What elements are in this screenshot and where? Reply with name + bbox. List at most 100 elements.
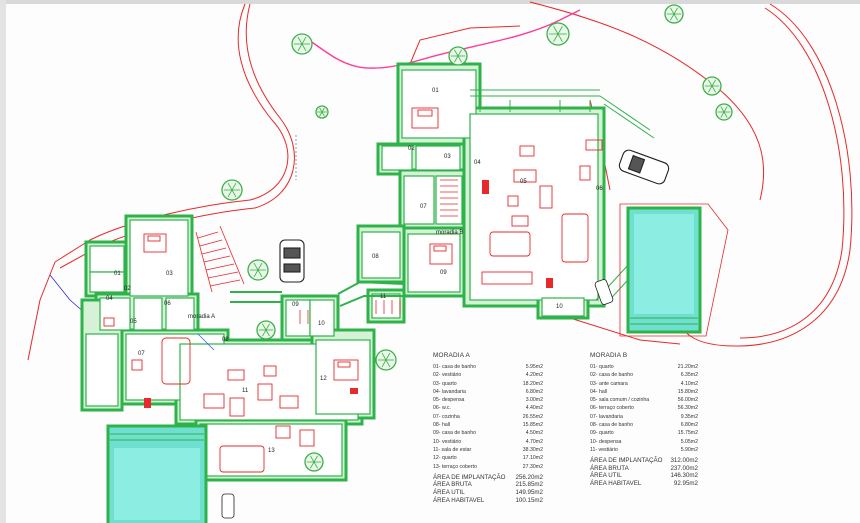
legend-title: MORADIA A (433, 352, 470, 359)
tree-icon (448, 46, 468, 66)
tree-icon (315, 105, 329, 119)
car-icon (618, 149, 670, 185)
legend-summary-row-name: ÁREA UTIL (433, 489, 465, 497)
legend-summary-row-area: 149.95m2 (515, 489, 543, 497)
legend-summary-row-name: ÁREA UTIL (590, 472, 622, 480)
furniture-icon (411, 107, 603, 285)
legend-room-row-area: 5.05m2 (680, 438, 698, 445)
legend-summary-row-name: ÁREA BRUTA (433, 481, 472, 489)
legend-summary-row-name: ÁREA HABITAVEL (433, 496, 485, 504)
legend-room-row-name: 11- vestiário (590, 446, 618, 453)
legend-room-row-name: 07- cozinha (433, 413, 460, 420)
room-number-label: 01 (432, 88, 439, 94)
legend-room-row-name: 01- casa de banho (433, 364, 476, 370)
moradia-b-label: moradia B (436, 230, 463, 236)
pool-icon (106, 424, 208, 523)
legend-room-row: 08- casa de banho 6.80m2 (590, 421, 698, 429)
stair-icon (440, 179, 458, 217)
legend-room-row: 09- casa de banho 4.50m2 (433, 429, 543, 437)
room-number-label: 09 (440, 270, 447, 276)
legend-summary-row-area: 312.00m2 (670, 457, 698, 465)
legend-room-row-area: 21.20m2 (677, 364, 698, 370)
legend-room-row-name: 02- vestiário (433, 372, 462, 379)
legend-room-row-name: 12- quarto (433, 455, 457, 462)
legend-room-row-name: 10- despensa (590, 438, 622, 445)
legend-room-row-area: 38.30m2 (522, 446, 543, 453)
legend-room-row-area: 4.40m2 (525, 405, 543, 412)
moradia-a-label: moradia A (188, 314, 215, 320)
legend-room-row-area: 5.95m2 (525, 364, 543, 370)
legend-room-row-name: 03- quarto (433, 380, 457, 387)
red-fixture (350, 388, 358, 394)
legend-room-row-area: 4.70m2 (525, 438, 543, 445)
tree-icon (304, 452, 324, 472)
tree-icon (247, 259, 269, 281)
legend-room-row-area: 6.35m2 (680, 372, 698, 379)
tree-icon (664, 4, 684, 24)
legend-room-row-name: 07- lavandaria (590, 413, 623, 420)
room-number-label: 10 (318, 321, 325, 327)
red-markers (299, 300, 401, 324)
legend-room-row-area: 27.30m2 (522, 463, 543, 470)
legend-summary-row-name: ÁREA BRUTA (590, 464, 629, 472)
legend-summary-row-name: ÁREA DE IMPLANTAÇÃO (433, 473, 506, 481)
room-number-label: 06 (164, 301, 171, 307)
legend-room-row-name: 08- casa de banho (590, 422, 633, 429)
legend-room-row: 10- despensa 5.05m2 (590, 438, 698, 446)
car-icon (279, 239, 305, 283)
room-number-label: 09 (292, 302, 299, 308)
legend-room-row-name: 11- sala de estar (433, 446, 472, 453)
legend-summary-row-area: 92.95m2 (673, 480, 698, 488)
legend-room-row-area: 56.00m2 (677, 397, 698, 404)
room-number-label: 04 (106, 296, 113, 302)
legend-room-row: 01- casa de banho 5.95m2 (433, 363, 543, 371)
room-number-label: 05 (520, 179, 527, 185)
tree-icon (221, 179, 243, 201)
legend-summary-row-area: 146.30m2 (670, 472, 698, 480)
legend-room-row: 07- cozinha 26.55m2 (433, 413, 543, 421)
legend-room-row-name: 10- vestiário (433, 438, 462, 445)
pool-icon (619, 203, 729, 337)
hall-arrow (197, 333, 215, 351)
legend-summary-row: ÁREA HABITAVEL 100.15m2 (433, 497, 543, 505)
legend-room-row-area: 26.55m2 (522, 413, 543, 420)
tree-icon (256, 320, 276, 340)
room-number-label: 03 (166, 271, 173, 277)
legend-room-row-area: 17.10m2 (522, 455, 543, 462)
legend-summary-row-area: 100.15m2 (515, 496, 543, 504)
legend-title: MORADIA B (590, 352, 628, 359)
furniture-icon (103, 233, 359, 473)
tree-icon (715, 103, 733, 121)
legend-room-row-area: 5.90m2 (680, 446, 698, 453)
legend-room-row: 06- w.c.4.40m2 (433, 404, 543, 412)
trees (221, 4, 733, 472)
room-number-label: 06 (596, 186, 603, 192)
legend-room-row-name: 09- casa de banho (433, 430, 476, 437)
legend-room-row-area: 6.80m2 (680, 422, 698, 429)
legend-summary-row: ÁREA UTIL 146.30m2 (590, 472, 698, 480)
viewer-left-border (0, 0, 6, 523)
legend-room-row-name: 05- sala comum / cozinha (590, 397, 650, 404)
legend-room-row-name: 04- hall (590, 388, 608, 395)
room-number-label: 10 (556, 304, 563, 310)
legend-room-row-name: 09- quarto (590, 430, 614, 437)
legend-room-row-area: 4.50m2 (525, 430, 543, 437)
red-fixture (144, 398, 151, 408)
legend-room-row-name: 05- despensa (433, 397, 465, 404)
room-number-label: 11 (242, 388, 249, 394)
legend-room-row-area: 3.00m2 (525, 397, 543, 404)
room-number-label: 11 (380, 294, 387, 300)
legend-summary-row-name: ÁREA HABITAVEL (590, 480, 642, 488)
viewer-top-border (0, 0, 860, 4)
